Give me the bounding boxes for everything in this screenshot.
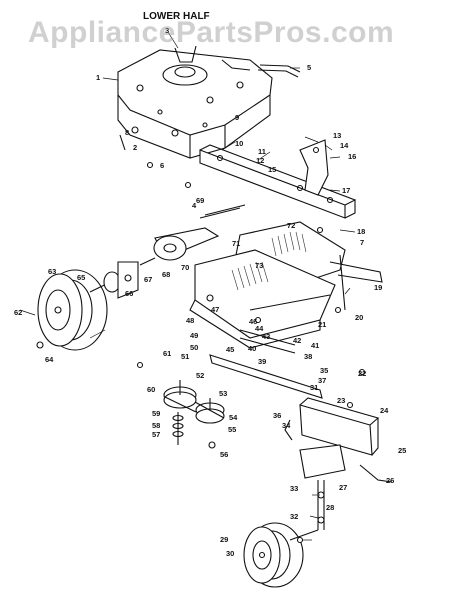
callout-63: 63: [48, 267, 56, 276]
callout-48: 48: [186, 316, 194, 325]
watermark: AppliancePartsPros.com: [28, 16, 395, 49]
callout-40: 40: [248, 344, 256, 353]
callout-5: 5: [307, 63, 311, 72]
callout-73: 73: [255, 261, 263, 270]
callout-20: 20: [355, 313, 363, 322]
callout-69: 69: [196, 196, 204, 205]
callout-39: 39: [258, 357, 266, 366]
callout-44: 44: [255, 324, 264, 333]
callout-11: 11: [258, 147, 266, 156]
callout-labels: 1 2 3 4 5 6 7 8 9 10 11 12 13 14 15 16 1…: [14, 26, 406, 558]
callout-61: 61: [163, 349, 171, 358]
callout-72: 72: [287, 221, 295, 230]
front-axle-assembly: [284, 397, 393, 530]
chassis-plate: [117, 45, 301, 159]
callout-41: 41: [311, 341, 319, 350]
callout-37: 37: [318, 376, 326, 385]
callout-35: 35: [320, 366, 328, 375]
callout-28: 28: [326, 503, 334, 512]
callout-21: 21: [318, 320, 326, 329]
callout-49: 49: [190, 331, 198, 340]
rear-wheel: [37, 261, 139, 351]
callout-29: 29: [220, 535, 228, 544]
callout-7: 7: [360, 238, 364, 247]
callout-1: 1: [96, 73, 100, 82]
callout-55: 55: [228, 425, 236, 434]
callout-52: 52: [196, 371, 204, 380]
callout-62: 62: [14, 308, 22, 317]
diagram-heading: LOWER HALF: [143, 11, 210, 22]
callout-34: 34: [282, 421, 291, 430]
callout-6: 6: [160, 161, 164, 170]
callout-54: 54: [229, 413, 238, 422]
callout-2: 2: [133, 143, 137, 152]
leader-lines: [19, 31, 356, 541]
callout-22: 22: [358, 369, 366, 378]
callout-23: 23: [337, 396, 345, 405]
callout-66: 66: [125, 289, 133, 298]
callout-16: 16: [348, 152, 356, 161]
callout-71: 71: [232, 239, 240, 248]
callout-31: 31: [310, 383, 318, 392]
callout-15: 15: [268, 165, 276, 174]
callout-56: 56: [220, 450, 228, 459]
callout-47: 47: [211, 305, 219, 314]
callout-10: 10: [235, 139, 243, 148]
callout-12: 12: [256, 156, 264, 165]
callout-60: 60: [147, 385, 155, 394]
callout-14: 14: [340, 141, 349, 150]
mower-deck: [189, 221, 383, 349]
callout-43: 43: [262, 332, 270, 341]
callout-19: 19: [374, 283, 382, 292]
callout-70: 70: [181, 263, 189, 272]
callout-17: 17: [342, 186, 350, 195]
callout-59: 59: [152, 409, 160, 418]
callout-46: 46: [249, 317, 257, 326]
callout-30: 30: [226, 549, 234, 558]
callout-9: 9: [235, 113, 239, 122]
callout-4: 4: [192, 201, 197, 210]
steering-link: [209, 329, 323, 399]
callout-32: 32: [290, 512, 298, 521]
callout-27: 27: [339, 483, 347, 492]
callout-18: 18: [357, 227, 365, 236]
support-bracket: [299, 139, 329, 196]
callout-42: 42: [293, 336, 301, 345]
callout-38: 38: [304, 352, 312, 361]
callout-68: 68: [162, 270, 170, 279]
transmission-pulleys: [163, 380, 225, 445]
callout-13: 13: [333, 131, 341, 140]
callout-53: 53: [219, 389, 227, 398]
callout-3: 3: [165, 26, 169, 35]
callout-45: 45: [226, 345, 234, 354]
callout-64: 64: [45, 355, 54, 364]
callout-67: 67: [144, 275, 152, 284]
callout-25: 25: [398, 446, 406, 455]
callout-51: 51: [181, 352, 189, 361]
front-wheel: [243, 522, 319, 588]
callout-57: 57: [152, 430, 160, 439]
callout-33: 33: [290, 484, 298, 493]
callout-58: 58: [152, 421, 160, 430]
hardware-fasteners: [36, 126, 366, 544]
callout-36: 36: [273, 411, 281, 420]
callout-8: 8: [125, 128, 129, 137]
callout-65: 65: [77, 273, 85, 282]
callout-24: 24: [380, 406, 389, 415]
callout-50: 50: [190, 343, 198, 352]
front-axle-bar: [199, 144, 357, 219]
drive-pulley-arm: [139, 204, 246, 266]
callout-26: 26: [386, 476, 394, 485]
